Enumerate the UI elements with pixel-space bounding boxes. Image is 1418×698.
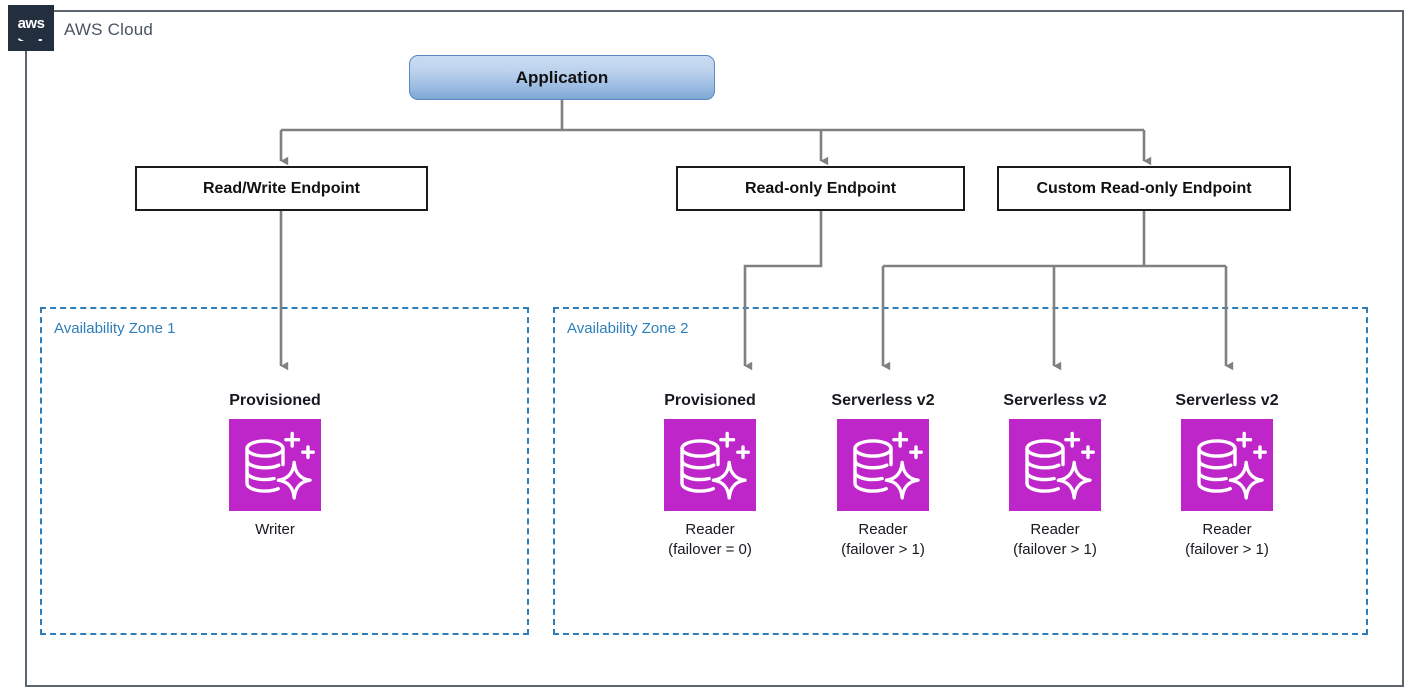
- endpoint-read-only-label: Read-only Endpoint: [744, 179, 897, 197]
- db-instance-reader-3[interactable]: Serverless v2 Reader (failover > 1): [980, 392, 1130, 560]
- aws-cloud-frame: [25, 10, 1404, 687]
- db-instance-reader-3-role: Reader (failover > 1): [1013, 521, 1097, 558]
- db-instance-reader-2-role: Reader (failover > 1): [841, 521, 925, 558]
- db-instance-reader-2-capacity: Serverless v2: [831, 392, 935, 409]
- endpoint-read-write[interactable]: Read/Write Endpoint: [135, 166, 428, 211]
- db-instance-reader-4-capacity: Serverless v2: [1175, 392, 1279, 409]
- endpoint-custom-read-only-label: Custom Read-only Endpoint: [1036, 179, 1252, 197]
- db-instance-reader-4[interactable]: Serverless v2 Reader (failover > 1): [1152, 392, 1302, 560]
- aurora-database-icon: [664, 419, 756, 511]
- availability-zone-2-container: [553, 307, 1368, 635]
- aws-logo-icon: aws: [8, 5, 54, 51]
- db-instance-writer-role: Writer: [255, 521, 295, 538]
- db-instance-reader-1[interactable]: Provisioned Reader (failover = 0): [635, 392, 785, 560]
- application-node[interactable]: Application: [409, 55, 715, 100]
- endpoint-read-only[interactable]: Read-only Endpoint: [676, 166, 965, 211]
- endpoint-read-write-label: Read/Write Endpoint: [202, 179, 361, 197]
- aws-cloud-title: AWS Cloud: [64, 20, 154, 39]
- application-label: Application: [515, 67, 609, 87]
- availability-zone-1-label: Availability Zone 1: [54, 320, 176, 337]
- availability-zone-2-label: Availability Zone 2: [567, 320, 689, 337]
- aurora-database-icon: [1181, 419, 1273, 511]
- db-instance-reader-2[interactable]: Serverless v2 Reader (failover > 1): [808, 392, 958, 560]
- aurora-database-icon: [837, 419, 929, 511]
- db-instance-reader-4-role: Reader (failover > 1): [1185, 521, 1269, 558]
- aurora-database-icon: [229, 419, 321, 511]
- availability-zone-1-container: [40, 307, 529, 635]
- aurora-database-icon: [1009, 419, 1101, 511]
- aws-badge-text: aws: [17, 14, 45, 32]
- aws-smile-swoosh-icon: [18, 32, 44, 41]
- db-instance-writer[interactable]: Provisioned Writer: [200, 392, 350, 540]
- db-instance-reader-1-capacity: Provisioned: [664, 392, 756, 409]
- endpoint-custom-read-only[interactable]: Custom Read-only Endpoint: [997, 166, 1291, 211]
- db-instance-writer-capacity: Provisioned: [229, 392, 321, 409]
- db-instance-reader-3-capacity: Serverless v2: [1003, 392, 1107, 409]
- db-instance-reader-1-role: Reader (failover = 0): [668, 521, 752, 558]
